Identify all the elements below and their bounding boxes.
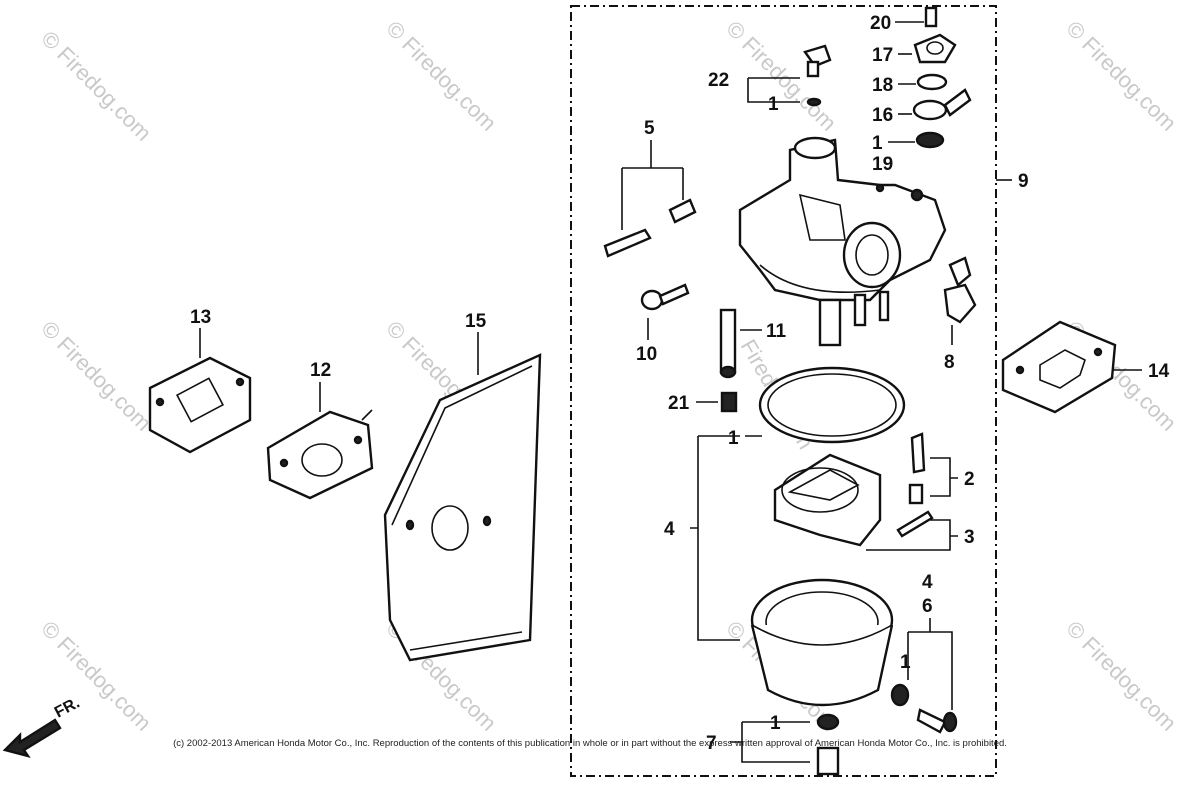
label-4-right: 4 (922, 572, 933, 593)
part-float (773, 453, 882, 547)
label-1-oring: 1 (728, 428, 739, 449)
part-11-nozzle: 11 (719, 308, 787, 379)
part-19-pin: 19 (872, 154, 893, 193)
label-21: 21 (668, 393, 690, 414)
label-7: 7 (706, 733, 717, 754)
label-6: 6 (922, 596, 933, 617)
label-19: 19 (872, 154, 893, 175)
label-15: 15 (465, 311, 487, 332)
part-13-gasket: 13 (148, 307, 252, 454)
watermark: © Firedog.com (36, 616, 156, 736)
part-18-gasket: 18 (872, 73, 948, 96)
label-14: 14 (1148, 361, 1170, 382)
part-5-pilot-screw: 5 (603, 118, 697, 258)
part-20-screw: 20 (870, 6, 938, 34)
carburetor-body (738, 136, 947, 347)
copyright-notice: (c) 2002-2013 American Honda Motor Co., … (173, 738, 1007, 749)
label-20: 20 (870, 13, 891, 34)
label-22: 22 (708, 70, 729, 91)
part-3-float-pin: 3 (866, 510, 975, 551)
label-10: 10 (636, 344, 657, 365)
part-4-bowl-assy: 4 (664, 435, 740, 641)
label-3: 3 (964, 527, 975, 548)
assembly-boundary (570, 5, 997, 777)
part-22-screw: 22 1 (708, 44, 832, 115)
part-14-gasket: 14 (1001, 320, 1170, 414)
part-7-bolt: 1 7 (706, 713, 840, 776)
label-13: 13 (190, 307, 211, 328)
fr-label: FR. (52, 694, 83, 721)
part-21-jet: 21 (668, 391, 738, 414)
part-1-o-ring: 1 (728, 366, 906, 449)
part-9-carburetor-assy: 9 (996, 171, 1029, 192)
label-1-drain: 1 (900, 652, 911, 673)
label-8: 8 (944, 352, 955, 373)
label-1-washer: 1 (770, 713, 781, 734)
watermark: © Firedog.com (1061, 16, 1180, 136)
label-2: 2 (964, 469, 975, 490)
part-6-drain-screw: 4 6 1 (890, 572, 958, 734)
part-2-float-valve: 2 (908, 432, 975, 505)
label-16: 16 (872, 105, 893, 126)
part-16-diaphragm: 16 (872, 88, 972, 126)
watermark: © Firedog.com (721, 16, 841, 136)
part-12-insulator: 12 (266, 360, 374, 500)
label-4: 4 (664, 519, 675, 540)
part-float-bowl (750, 578, 894, 707)
part-10-screw: 10 (636, 283, 690, 365)
label-18: 18 (872, 75, 893, 96)
label-1-22: 1 (768, 94, 779, 115)
part-8-valve: 8 (943, 256, 977, 373)
watermark: © Firedog.com (1061, 616, 1180, 736)
watermark: © Firedog.com (36, 316, 156, 436)
watermark: © Firedog.com (36, 26, 156, 146)
label-1-top: 1 (872, 133, 883, 154)
part-15-plate: 15 (383, 311, 542, 662)
watermark: © Firedog.com (381, 16, 501, 136)
label-12: 12 (310, 360, 331, 381)
label-11: 11 (766, 321, 787, 342)
label-5: 5 (644, 118, 655, 139)
label-17: 17 (872, 45, 893, 66)
part-17-cover: 17 (872, 33, 957, 66)
label-9: 9 (1018, 171, 1029, 192)
part-1-seal-top: 1 (872, 131, 945, 154)
